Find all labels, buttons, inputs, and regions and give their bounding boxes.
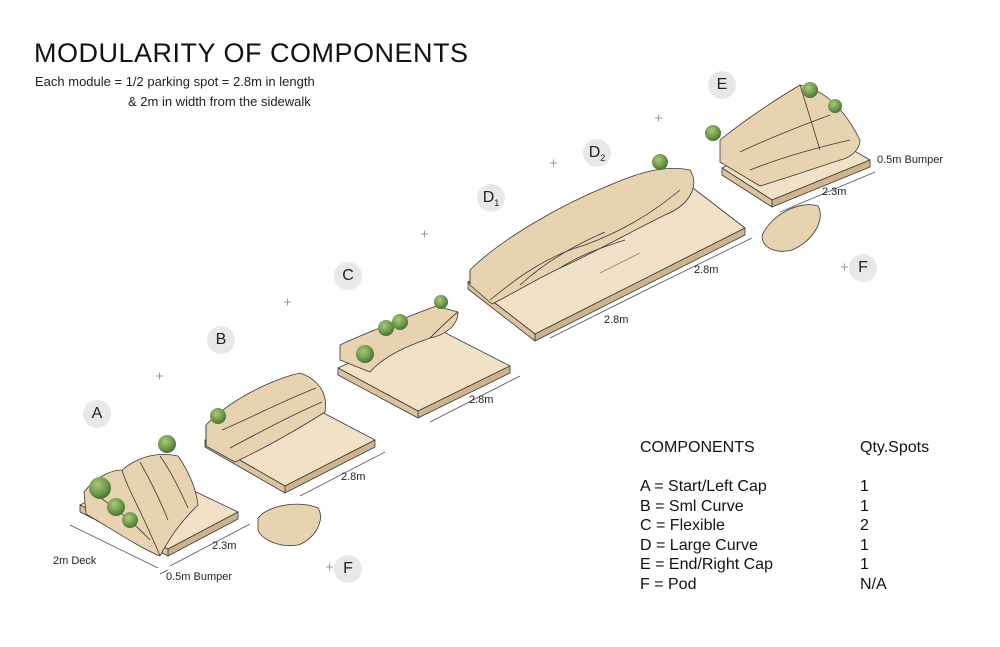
legend-qty: 1 xyxy=(860,478,869,495)
module-e-deck-side xyxy=(721,167,773,208)
plus-marker xyxy=(284,298,291,306)
plant xyxy=(378,320,394,336)
plant xyxy=(828,99,842,113)
label-f-left: F xyxy=(334,555,362,583)
module-a-dimension-lines xyxy=(69,523,251,575)
plant xyxy=(802,82,818,98)
plus-markers xyxy=(156,114,848,571)
plus-marker xyxy=(326,563,333,571)
dim-deck: 2m Deck xyxy=(53,555,97,567)
plant xyxy=(434,295,448,309)
module-b xyxy=(204,372,376,494)
label-d1-index: 1 xyxy=(494,198,500,209)
label-b: B xyxy=(207,326,235,354)
subtitle-line-1: Each module = 1/2 parking spot = 2.8m in… xyxy=(35,74,315,89)
plant xyxy=(210,408,226,424)
plant xyxy=(89,477,111,499)
plant xyxy=(122,512,138,528)
plant xyxy=(652,154,668,170)
plant xyxy=(158,435,176,453)
module-d xyxy=(467,154,746,342)
plant xyxy=(107,498,125,516)
legend-qty: N/A xyxy=(860,575,887,593)
dim-d1-length: 2.8m xyxy=(604,314,629,326)
pod-f-left xyxy=(257,503,321,547)
dim-a-bumper: 0.5m Bumper xyxy=(166,571,233,583)
dim-b-length: 2.8m xyxy=(341,471,366,483)
legend-item: E = End/Right Cap xyxy=(640,556,773,574)
qty-column: 1 1 2 1 1 N/A xyxy=(860,478,887,596)
label-d2-letter: D xyxy=(588,144,601,161)
dim-c-length: 2.8m xyxy=(469,394,494,406)
module-d-bench xyxy=(469,167,695,305)
legend-qty-header: Qty.Spots xyxy=(860,439,930,456)
legend-qty: 1 xyxy=(860,556,869,574)
module-e-bench xyxy=(719,84,861,187)
plant xyxy=(356,345,374,363)
plus-marker xyxy=(421,230,428,238)
plus-marker xyxy=(550,159,557,167)
legend-qty: 2 xyxy=(860,517,869,535)
label-a: A xyxy=(83,400,111,428)
plus-marker xyxy=(841,263,848,271)
label-d1: D1 xyxy=(477,184,505,212)
pod-f-right xyxy=(761,204,821,252)
label-d2-index: 2 xyxy=(600,153,606,164)
module-b-dimension-lines xyxy=(299,451,386,497)
module-a xyxy=(79,435,239,557)
plus-marker xyxy=(156,372,163,380)
subtitle-line-2: & 2m in width from the sidewalk xyxy=(128,94,311,109)
module-b-bench xyxy=(205,372,327,463)
legend-item: A = Start/Left Cap xyxy=(640,478,767,495)
label-d1-letter: D xyxy=(482,189,495,206)
plus-marker xyxy=(655,114,662,122)
dim-d2-length: 2.8m xyxy=(694,264,719,276)
legend-item: D = Large Curve xyxy=(640,536,758,554)
label-d2: D2 xyxy=(583,139,611,167)
dim-e-depth: 2.3m xyxy=(822,186,847,198)
legend-header: COMPONENTS xyxy=(640,439,755,456)
module-e-dimension-lines xyxy=(779,171,876,213)
dim-a-depth: 2.3m xyxy=(212,540,237,552)
module-a-bench xyxy=(83,453,199,557)
dim-e-bumper: 0.5m Bumper xyxy=(877,154,944,166)
module-c-dimension-lines xyxy=(429,375,521,423)
legend-qty: 1 xyxy=(860,536,869,554)
module-d-dimension-lines xyxy=(549,237,753,339)
label-c: C xyxy=(334,262,362,290)
components-legend: A = Start/Left Cap B = Sml Curve C = Fle… xyxy=(640,478,773,596)
label-f-right: F xyxy=(849,254,877,282)
plant xyxy=(392,314,408,330)
module-e xyxy=(705,82,871,208)
page-title: MODULARITY OF COMPONENTS xyxy=(34,38,469,68)
label-e: E xyxy=(708,71,736,99)
legend-item: C = Flexible xyxy=(640,517,725,535)
module-c xyxy=(337,295,511,419)
module-c-deck-side xyxy=(337,367,419,419)
legend-item: F = Pod xyxy=(640,575,697,593)
legend-item: B = Sml Curve xyxy=(640,497,744,515)
plant xyxy=(705,125,721,141)
legend-qty: 1 xyxy=(860,497,869,515)
